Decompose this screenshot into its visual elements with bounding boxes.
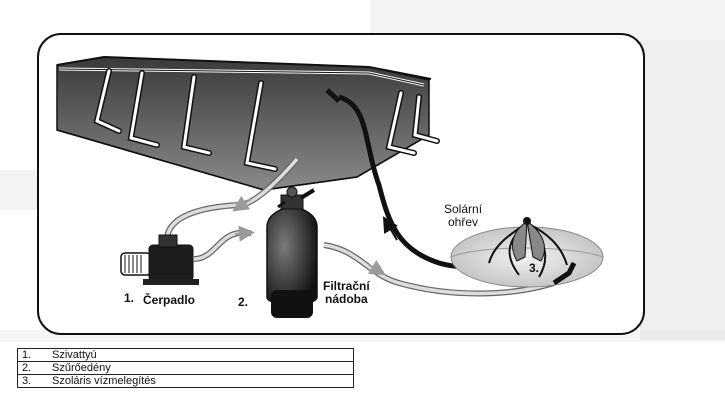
filter-tank bbox=[266, 186, 318, 318]
filter-label-line2: nádoba bbox=[325, 292, 368, 306]
pump-unit bbox=[120, 234, 199, 285]
diagram-illustration bbox=[56, 55, 604, 318]
hose-pool-to-pump bbox=[164, 157, 300, 241]
filter-label: Filtrační nádoba bbox=[323, 280, 370, 306]
hose-filter-to-solar bbox=[323, 242, 555, 297]
filter-number-label: 2. bbox=[238, 295, 249, 309]
legend-number: 1. bbox=[17, 348, 38, 362]
legend-text: Szűrőedény bbox=[38, 361, 354, 375]
filter-label-line1: Filtrační bbox=[323, 279, 370, 293]
legend-number: 3. bbox=[17, 374, 38, 388]
legend-text: Szivattyú bbox=[38, 348, 354, 362]
legend-row: 3. Szoláris vízmelegítés bbox=[17, 374, 354, 388]
legend-table: 1. Szivattyú 2. Szűrőedény 3. Szoláris v… bbox=[17, 348, 354, 388]
pump-number-label: 1. bbox=[124, 291, 135, 305]
legend-row: 1. Szivattyú bbox=[17, 348, 354, 362]
solar-heater bbox=[450, 217, 604, 288]
pool-system-diagram: 1. Čerpadlo 2. Filtrační nádoba Solární … bbox=[37, 33, 645, 335]
pool bbox=[56, 55, 440, 191]
scan-shadow bbox=[0, 170, 40, 210]
solar-number-label: 3. bbox=[529, 261, 540, 275]
scan-shadow bbox=[640, 40, 725, 340]
pump-label: Čerpadlo bbox=[143, 293, 196, 307]
solar-label-line1: Solární bbox=[444, 202, 483, 216]
legend-row: 2. Szűrőedény bbox=[17, 361, 354, 375]
solar-label: Solární ohřev bbox=[444, 203, 482, 229]
legend-text: Szoláris vízmelegítés bbox=[38, 374, 354, 388]
hose-pump-to-filter bbox=[193, 225, 255, 262]
legend-number: 2. bbox=[17, 361, 38, 375]
solar-label-line2: ohřev bbox=[448, 215, 479, 229]
